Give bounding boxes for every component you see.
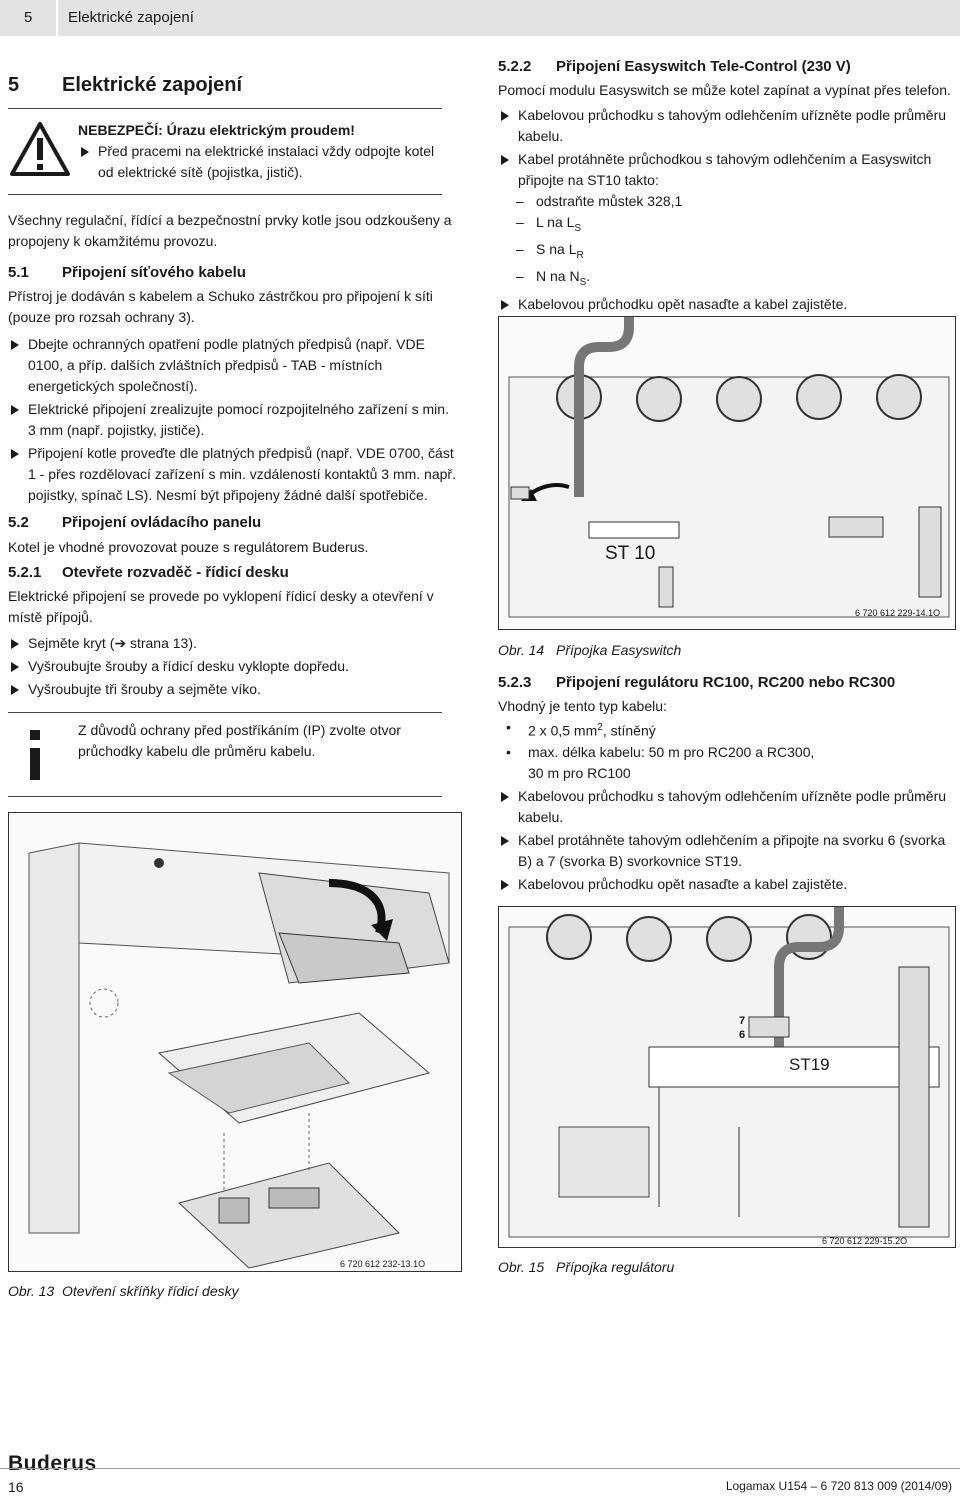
figure-13-caption-prefix: Obr. 13: [8, 1283, 55, 1299]
info-top-rule: [8, 712, 442, 713]
figure-15-caption: Přípojka regulátoru: [556, 1259, 675, 1275]
figure-14-caption-prefix: Obr. 14: [498, 642, 545, 658]
chapter-number: 5: [0, 0, 56, 36]
s522-bullet-3: Kabelovou průchodku opět nasaďte a kabel…: [498, 294, 954, 315]
pin-6-label: 6: [739, 1029, 746, 1041]
s522-dash-4: N na NS.: [498, 266, 954, 293]
s523-bullet-2: Kabel protáhněte tahovým odlehčením a př…: [498, 830, 954, 872]
figure-13-code: 6 720 612 232-13.1O: [340, 1259, 426, 1269]
s521-title: Otevřete rozvaděč - řídicí desku: [62, 564, 289, 581]
s52-title: Připojení ovládacího panelu: [62, 514, 262, 531]
s523-title: Připojení regulátoru RC100, RC200 nebo R…: [556, 674, 896, 691]
danger-bullet: Před pracemi na elektrické instalaci vžd…: [78, 141, 448, 183]
chapter-title: Elektrické zapojení: [58, 0, 960, 36]
section-5-number: 5: [8, 74, 20, 96]
s51-bullet-2: Elektrické připojení zrealizujte pomocí …: [8, 399, 458, 441]
st19-label: ST19: [789, 1055, 830, 1074]
s52-text: Kotel je vhodné provozovat pouze s regul…: [8, 539, 369, 555]
s522-title: Připojení Easyswitch Tele-Control (230 V…: [556, 58, 851, 75]
s51-title: Připojení síťového kabelu: [62, 264, 246, 281]
danger-top-rule: [8, 108, 442, 109]
document-reference: Logamax U154 – 6 720 813 009 (2014/09): [725, 1479, 952, 1493]
s522-bullet-2: Kabel protáhněte průchodkou s tahovým od…: [498, 149, 954, 191]
danger-bottom-rule: [8, 194, 442, 195]
danger-title: NEBEZPEČÍ: Úrazu elektrickým proudem!: [78, 122, 355, 138]
s51-bullet-1: Dbejte ochranných opatření podle platnýc…: [8, 334, 458, 397]
figure-15: 7 6 ST19: [498, 906, 956, 1248]
pin-7-label: 7: [739, 1015, 746, 1027]
s522-text: Pomocí modulu Easyswitch se může kotel z…: [498, 82, 951, 98]
figure-13-drawing: [28, 842, 450, 1269]
s522-number: 5.2.2: [498, 58, 532, 75]
figure-13-caption: Otevření skříňky řídicí desky: [62, 1283, 239, 1299]
s51-text: Přístroj je dodáván s kabelem a Schuko z…: [8, 288, 433, 325]
figure-13: [8, 812, 462, 1272]
footer-rule: [0, 1468, 960, 1469]
s52-number: 5.2: [8, 514, 29, 531]
s523-text: Vhodný je tento typ kabelu:: [498, 698, 667, 714]
warning-triangle-icon: [8, 118, 72, 182]
info-icon: [8, 724, 62, 786]
brand-logo: Buderus: [8, 1452, 97, 1475]
s522-bullet-1: Kabelovou průchodku s tahovým odlehčením…: [498, 105, 954, 147]
s51-number: 5.1: [8, 264, 29, 281]
page-number: 16: [8, 1479, 24, 1495]
s522-dash-2: L na LS: [498, 212, 954, 239]
s521-number: 5.2.1: [8, 564, 42, 581]
intro-text: Všechny regulační, řídící a bezpečnostní…: [8, 212, 452, 249]
s523-bullet-3: Kabelovou průchodku opět nasaďte a kabel…: [498, 874, 954, 895]
s521-bullet-1: Sejměte kryt (➔ strana 13).: [8, 633, 458, 654]
figure-14-drawing: [508, 317, 950, 618]
s521-bullet-3: Vyšroubujte tři šrouby a sejměte víko.: [8, 679, 458, 700]
s523-number: 5.2.3: [498, 674, 532, 691]
figure-15-caption-prefix: Obr. 15: [498, 1259, 545, 1275]
figure-14-caption: Přípojka Easyswitch: [556, 642, 682, 658]
s522-dash-1: odstraňte můstek 328,1: [498, 191, 954, 212]
s523-dot-2: max. délka kabelu: 50 m pro RC200 a RC30…: [498, 742, 954, 784]
s51-bullet-3: Připojení kotle proveďte dle platných př…: [8, 443, 458, 506]
chapter-header: 5 Elektrické zapojení: [0, 0, 960, 36]
s523-bullet-1: Kabelovou průchodku s tahovým odlehčením…: [498, 786, 954, 828]
info-text: Z důvodů ochrany před postříkáním (IP) z…: [78, 722, 401, 759]
info-bottom-rule: [8, 796, 442, 797]
section-5-title: Elektrické zapojení: [62, 74, 243, 96]
st10-label: ST 10: [605, 543, 656, 564]
figure-15-drawing: [508, 907, 950, 1238]
s523-dot-1: 2 x 0,5 mm2, stíněný: [498, 717, 954, 742]
s522-dash-3: S na LR: [498, 239, 954, 266]
figure-14: ST 10 6 720 612 229-14.1O: [498, 316, 956, 630]
s521-text: Elektrické připojení se provede po vyklo…: [8, 588, 434, 625]
s521-bullet-2: Vyšroubujte šrouby a řídicí desku vyklop…: [8, 656, 458, 677]
figure-15-code: 6 720 612 229-15.2O: [822, 1236, 908, 1246]
figure-14-code: 6 720 612 229-14.1O: [855, 608, 941, 618]
